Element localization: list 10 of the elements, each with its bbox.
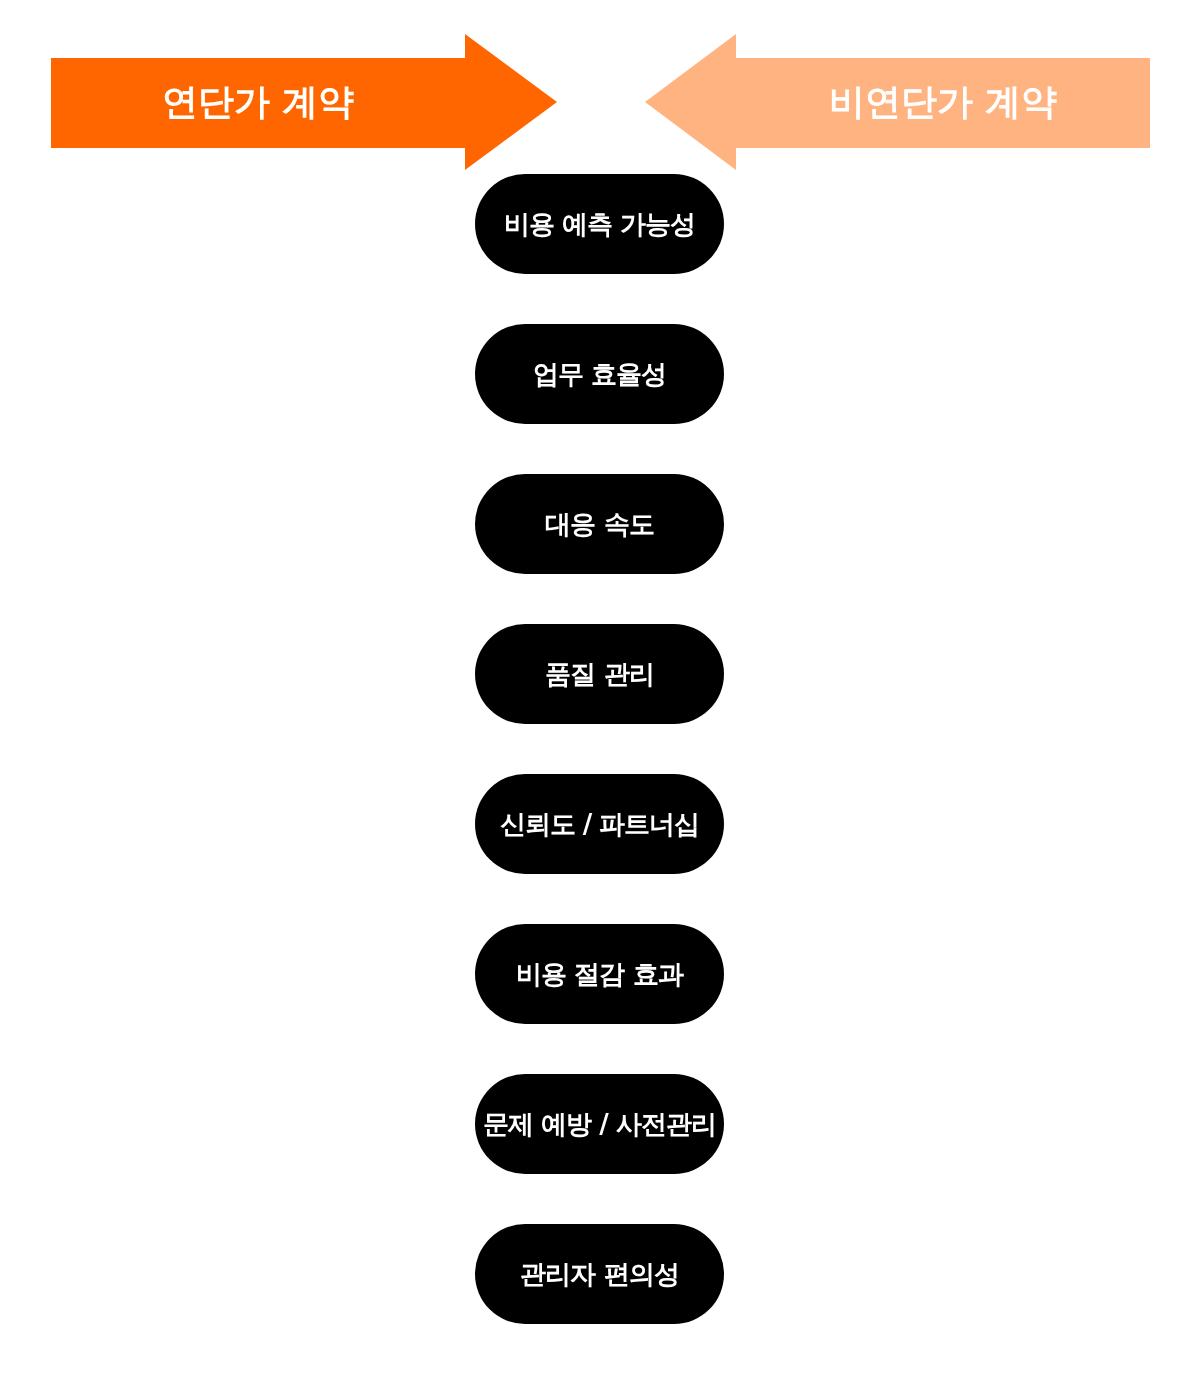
banner-label: 비연단가 계약: [828, 79, 1058, 124]
pill-box: 신뢰도 / 파트너십: [475, 774, 724, 874]
pill-box: 문제 예방 / 사전관리: [475, 1074, 724, 1174]
pill-box: 품질 관리: [475, 624, 724, 724]
pill-box: 업무 효율성: [475, 324, 724, 424]
pill-box: 비용 절감 효과: [475, 924, 724, 1024]
banner-label: 연단가 계약: [161, 79, 355, 124]
pill-box: 관리자 편의성: [475, 1224, 724, 1324]
pill-box: 대응 속도: [475, 474, 724, 574]
pill-box: 비용 예측 가능성: [475, 174, 724, 274]
